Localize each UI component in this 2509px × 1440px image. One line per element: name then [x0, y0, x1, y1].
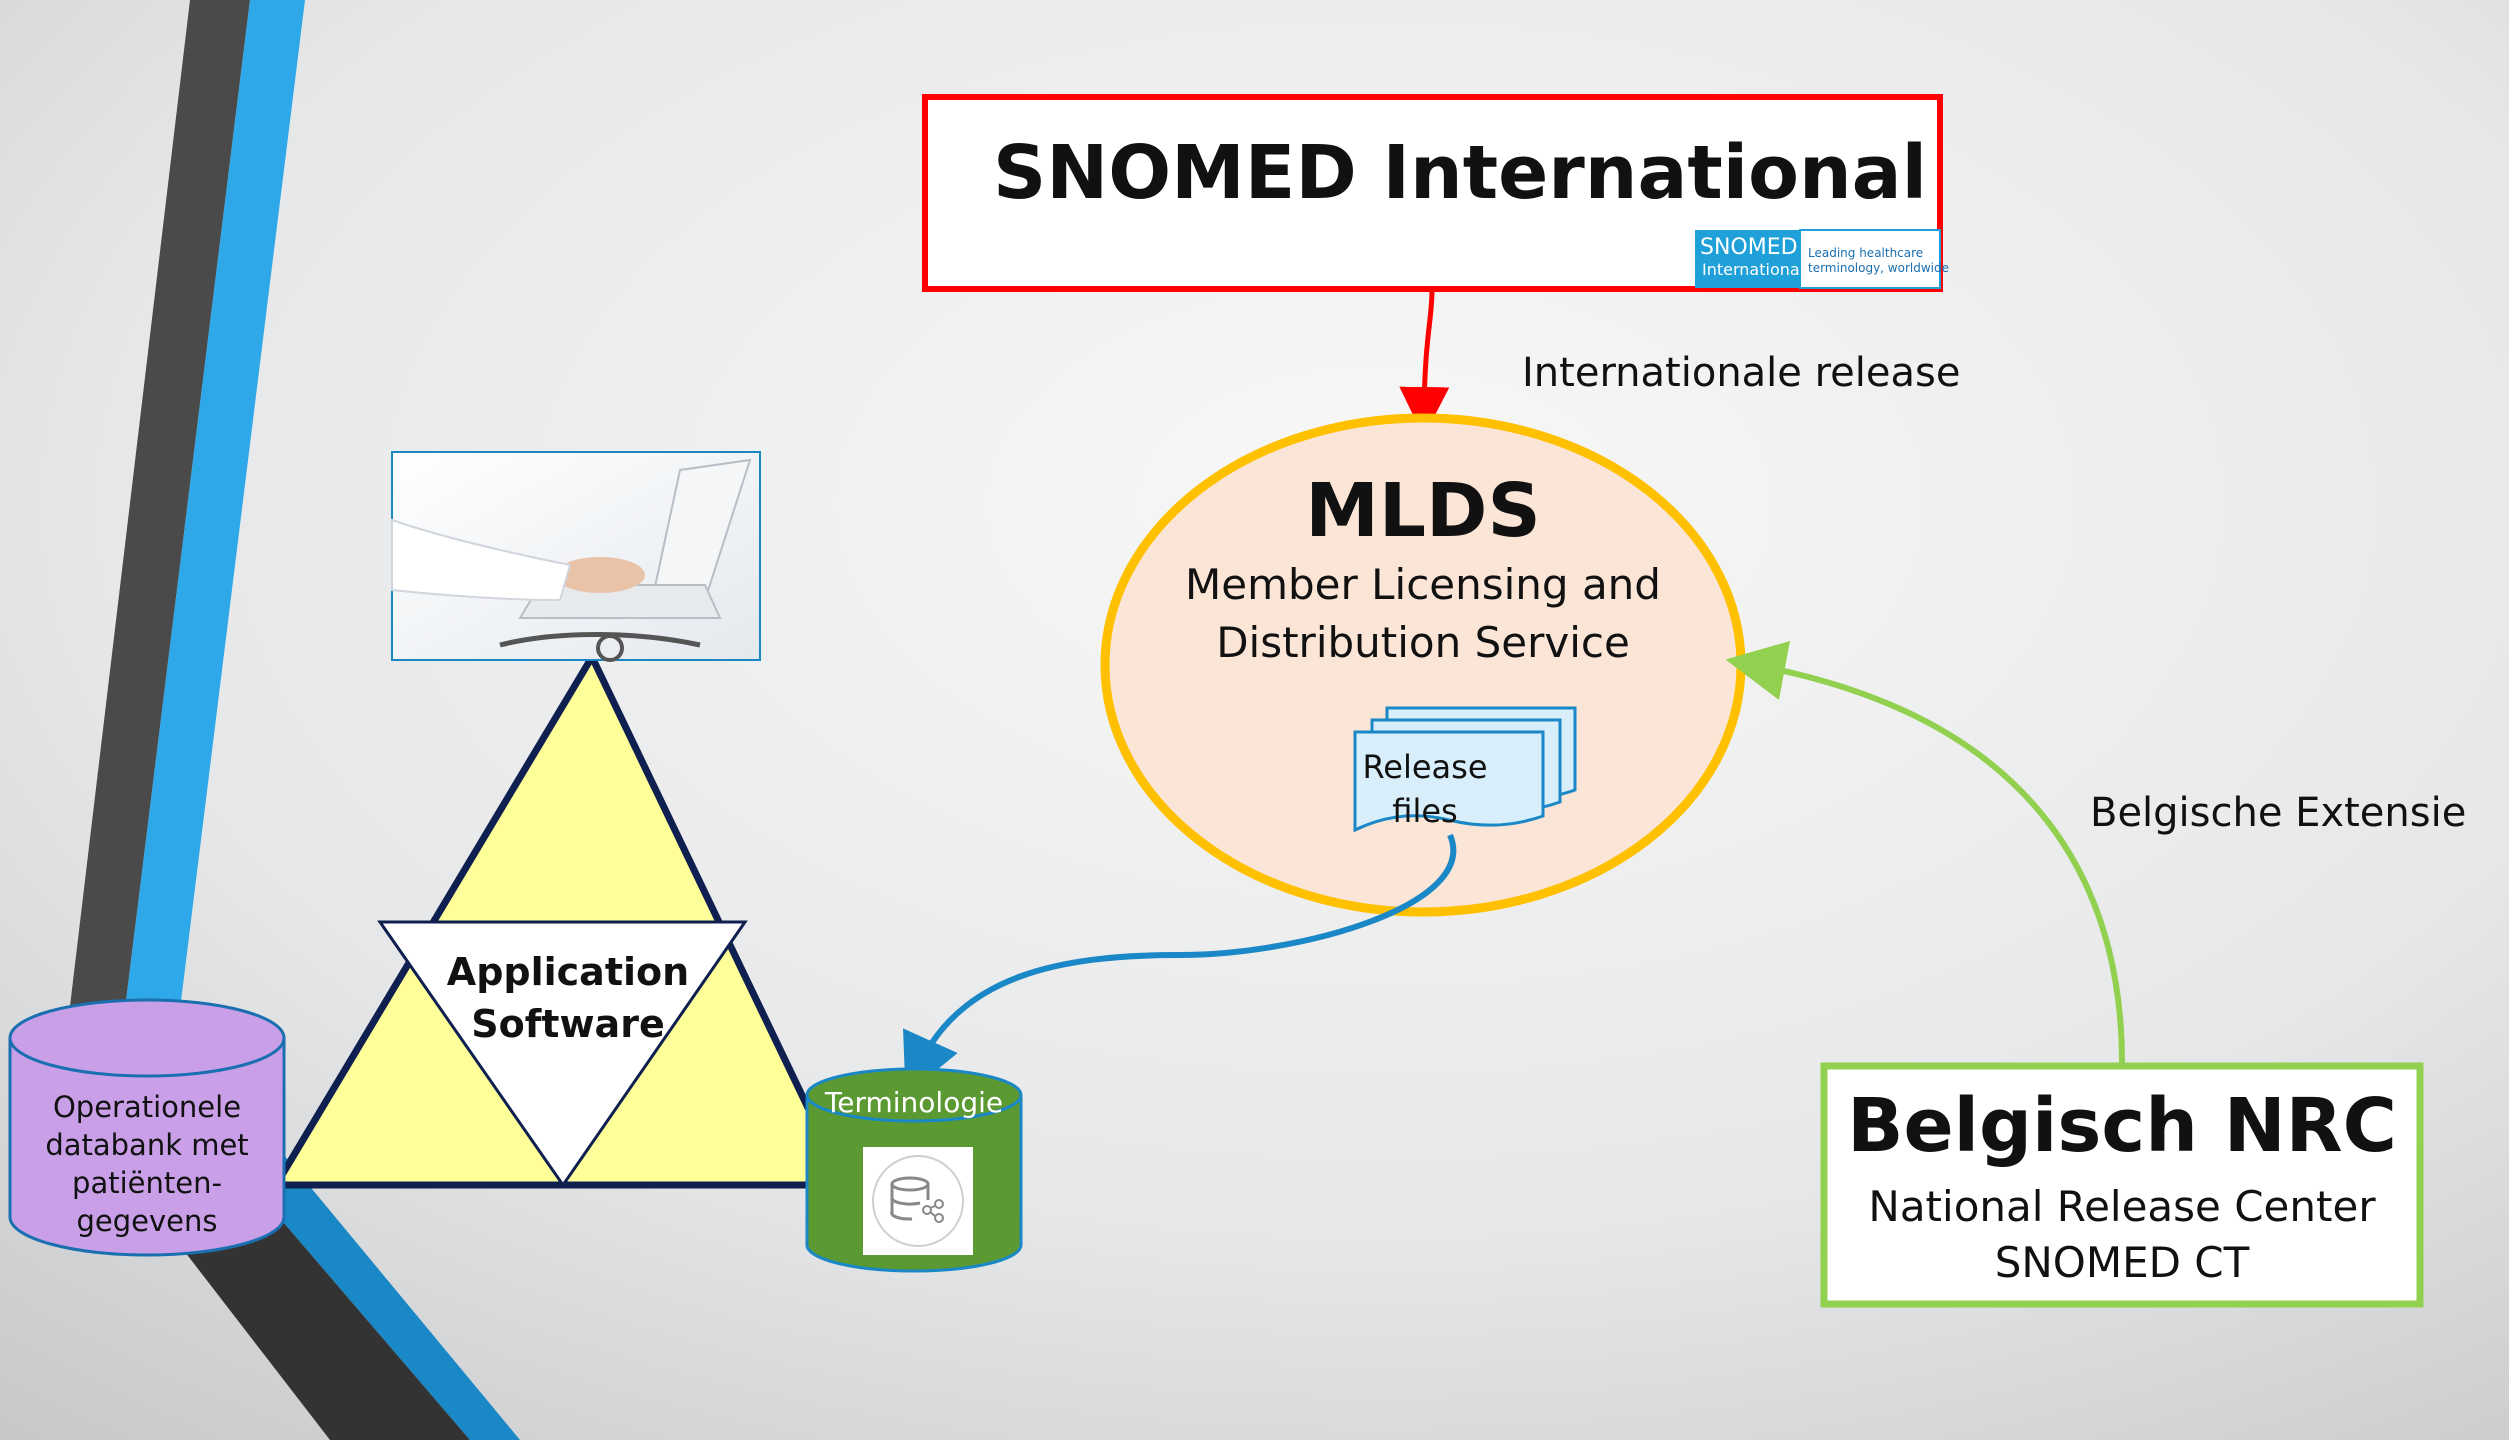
release-files-line1: Release: [1362, 748, 1488, 786]
international-release-label: Internationale release: [1522, 350, 1961, 396]
snomed-logo-tagline1: Leading healthcare: [1808, 246, 1924, 260]
db-line4: gegevens: [76, 1204, 218, 1238]
release-files-icon: [1353, 706, 1577, 833]
belgisch-nrc-box: [1820, 1062, 2424, 1308]
application-software-triangle: [377, 920, 748, 1188]
nrc-title: Belgisch NRC: [1847, 1083, 2397, 1169]
belgian-extension-label: Belgische Extensie: [2090, 790, 2467, 836]
db-line3: patiënten-: [72, 1166, 222, 1200]
snomed-logo: [1695, 229, 1941, 289]
snomed-logo-word1: SNOMED: [1700, 235, 1798, 260]
database-icon: [872, 1155, 964, 1247]
snomed-title: SNOMED International: [993, 130, 1927, 216]
db-line2: databank met: [45, 1128, 249, 1162]
db-line1: Operationele: [52, 1090, 242, 1124]
nrc-line1: National Release Center: [1868, 1182, 2376, 1231]
terminology-cylinder: [805, 1067, 1023, 1273]
snomed-logo-tagline2: terminology, worldwide: [1808, 261, 1949, 275]
mlds-title: MLDS: [1305, 468, 1541, 554]
operational-database-cylinder: [8, 998, 286, 1257]
snomed-logo-word2: International: [1702, 260, 1805, 279]
mlds-line2: Distribution Service: [1216, 618, 1630, 667]
distribution-arrow: [903, 833, 1456, 1096]
terminology-label: Terminologie: [824, 1086, 1004, 1119]
mlds-line1: Member Licensing and: [1185, 560, 1661, 609]
app-line1: Application: [446, 950, 690, 994]
international-release-arrow: [1399, 289, 1450, 437]
release-files-line2: files: [1392, 792, 1458, 830]
nrc-line2: SNOMED CT: [1994, 1238, 2250, 1287]
belgian-extension-arrow: [1725, 641, 2125, 1064]
laptop-image: [391, 451, 761, 662]
app-line2: Software: [471, 1002, 665, 1046]
